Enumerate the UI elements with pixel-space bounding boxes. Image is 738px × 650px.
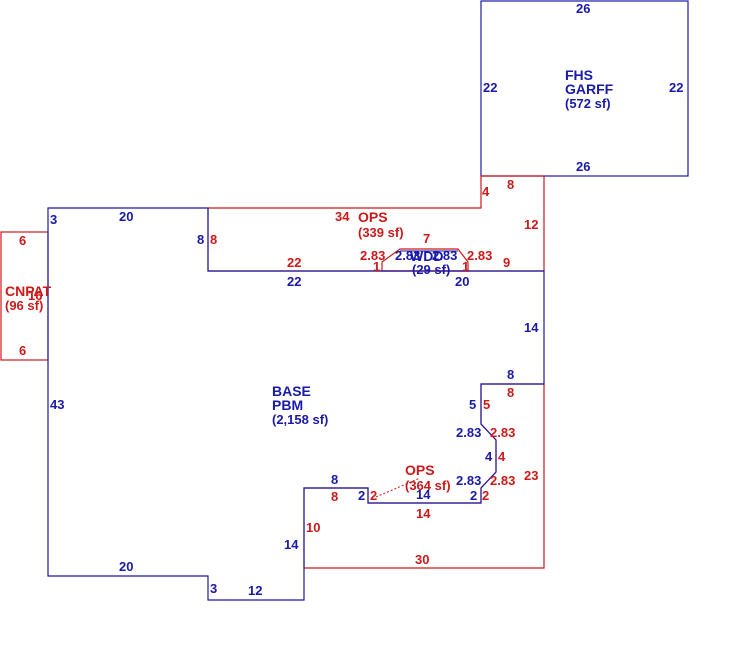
dim-porch2-283a: 2.83 bbox=[490, 425, 515, 440]
patio-name: CNPAT bbox=[5, 283, 52, 299]
dim-porch2-2b: 2 bbox=[482, 488, 489, 503]
dim-porch2-8l: 8 bbox=[331, 489, 338, 504]
porch-top-area: (339 sf) bbox=[358, 225, 404, 240]
dim-base-5: 5 bbox=[469, 397, 476, 412]
dim-porch2-14: 14 bbox=[416, 506, 431, 521]
dim-deck-283a: 2.83 bbox=[395, 248, 420, 263]
dim-base-8step: 8 bbox=[507, 367, 514, 382]
dim-patio-16: 16 bbox=[28, 288, 42, 303]
dim-patio-6a: 6 bbox=[19, 233, 26, 248]
dim-garage-bottom: 26 bbox=[576, 159, 590, 174]
dim-porch2-5: 5 bbox=[483, 397, 490, 412]
dim-base-20top: 20 bbox=[119, 209, 133, 224]
dim-base-283a: 2.83 bbox=[456, 425, 481, 440]
dim-base-283b: 2.83 bbox=[456, 473, 481, 488]
dim-ops-8b: 8 bbox=[210, 232, 217, 247]
base-area: (2,158 sf) bbox=[272, 412, 328, 427]
dim-base-2b: 2 bbox=[470, 488, 477, 503]
dim-base-22: 22 bbox=[287, 274, 301, 289]
porch-bottom-name: OPS bbox=[405, 462, 435, 478]
dim-ops-34: 34 bbox=[335, 209, 350, 224]
deck-name: WDD bbox=[410, 248, 443, 264]
dim-base-14left: 14 bbox=[284, 537, 299, 552]
base-name-line1: BASE bbox=[272, 383, 311, 399]
base-name-line2: PBM bbox=[272, 397, 303, 413]
dim-ops-283a: 2.83 bbox=[360, 248, 385, 263]
dim-ops-7: 7 bbox=[423, 231, 430, 246]
dim-patio-6b: 6 bbox=[19, 343, 26, 358]
dim-base-4: 4 bbox=[485, 449, 493, 464]
dim-base-20bot: 20 bbox=[119, 559, 133, 574]
dim-base-3: 3 bbox=[50, 212, 57, 227]
dim-ops-8: 8 bbox=[507, 177, 514, 192]
garage-name-line2: GARFF bbox=[565, 81, 614, 97]
dim-deck-20: 20 bbox=[455, 274, 469, 289]
dim-base-12: 12 bbox=[248, 583, 262, 598]
dim-base-14right: 14 bbox=[524, 320, 539, 335]
garage-area: (572 sf) bbox=[565, 96, 611, 111]
deck-area: (29 sf) bbox=[412, 262, 450, 277]
garage-outline bbox=[480, 0, 689, 177]
dim-ops-1a: 1 bbox=[373, 259, 380, 274]
porch-bottom-area: (364 sf) bbox=[405, 478, 451, 493]
dim-base-14mid: 14 bbox=[416, 487, 431, 502]
dim-base-3bot: 3 bbox=[210, 581, 217, 596]
dim-porch2-4: 4 bbox=[498, 449, 506, 464]
dim-ops-12: 12 bbox=[524, 217, 538, 232]
patio-area: (96 sf) bbox=[5, 298, 43, 313]
dim-ops-283b: 2.83 bbox=[467, 248, 492, 263]
dim-deck-283b: 2.83 bbox=[432, 248, 457, 263]
dim-garage-top: 26 bbox=[576, 1, 590, 16]
dim-base-43: 43 bbox=[50, 397, 64, 412]
dim-base-8: 8 bbox=[197, 232, 204, 247]
dim-porch2-10: 10 bbox=[306, 520, 320, 535]
dim-porch2-23: 23 bbox=[524, 468, 538, 483]
dim-ops-1b: 1 bbox=[462, 259, 469, 274]
dim-garage-left: 22 bbox=[483, 80, 497, 95]
dim-porch2-283b: 2.83 bbox=[490, 473, 515, 488]
dim-base-8low: 8 bbox=[331, 472, 338, 487]
dim-base-2a: 2 bbox=[358, 488, 365, 503]
dim-garage-right: 22 bbox=[669, 80, 683, 95]
porch-top-name: OPS bbox=[358, 209, 388, 225]
dim-ops-4: 4 bbox=[482, 184, 490, 199]
dim-porch2-30: 30 bbox=[415, 552, 429, 567]
dim-ops-9: 9 bbox=[503, 255, 510, 270]
dim-porch2-2a: 2 bbox=[370, 488, 377, 503]
dim-porch2-8: 8 bbox=[507, 385, 514, 400]
base-outline bbox=[47, 207, 545, 601]
dim-ops-22: 22 bbox=[287, 255, 301, 270]
garage-name-line1: FHS bbox=[565, 67, 593, 83]
